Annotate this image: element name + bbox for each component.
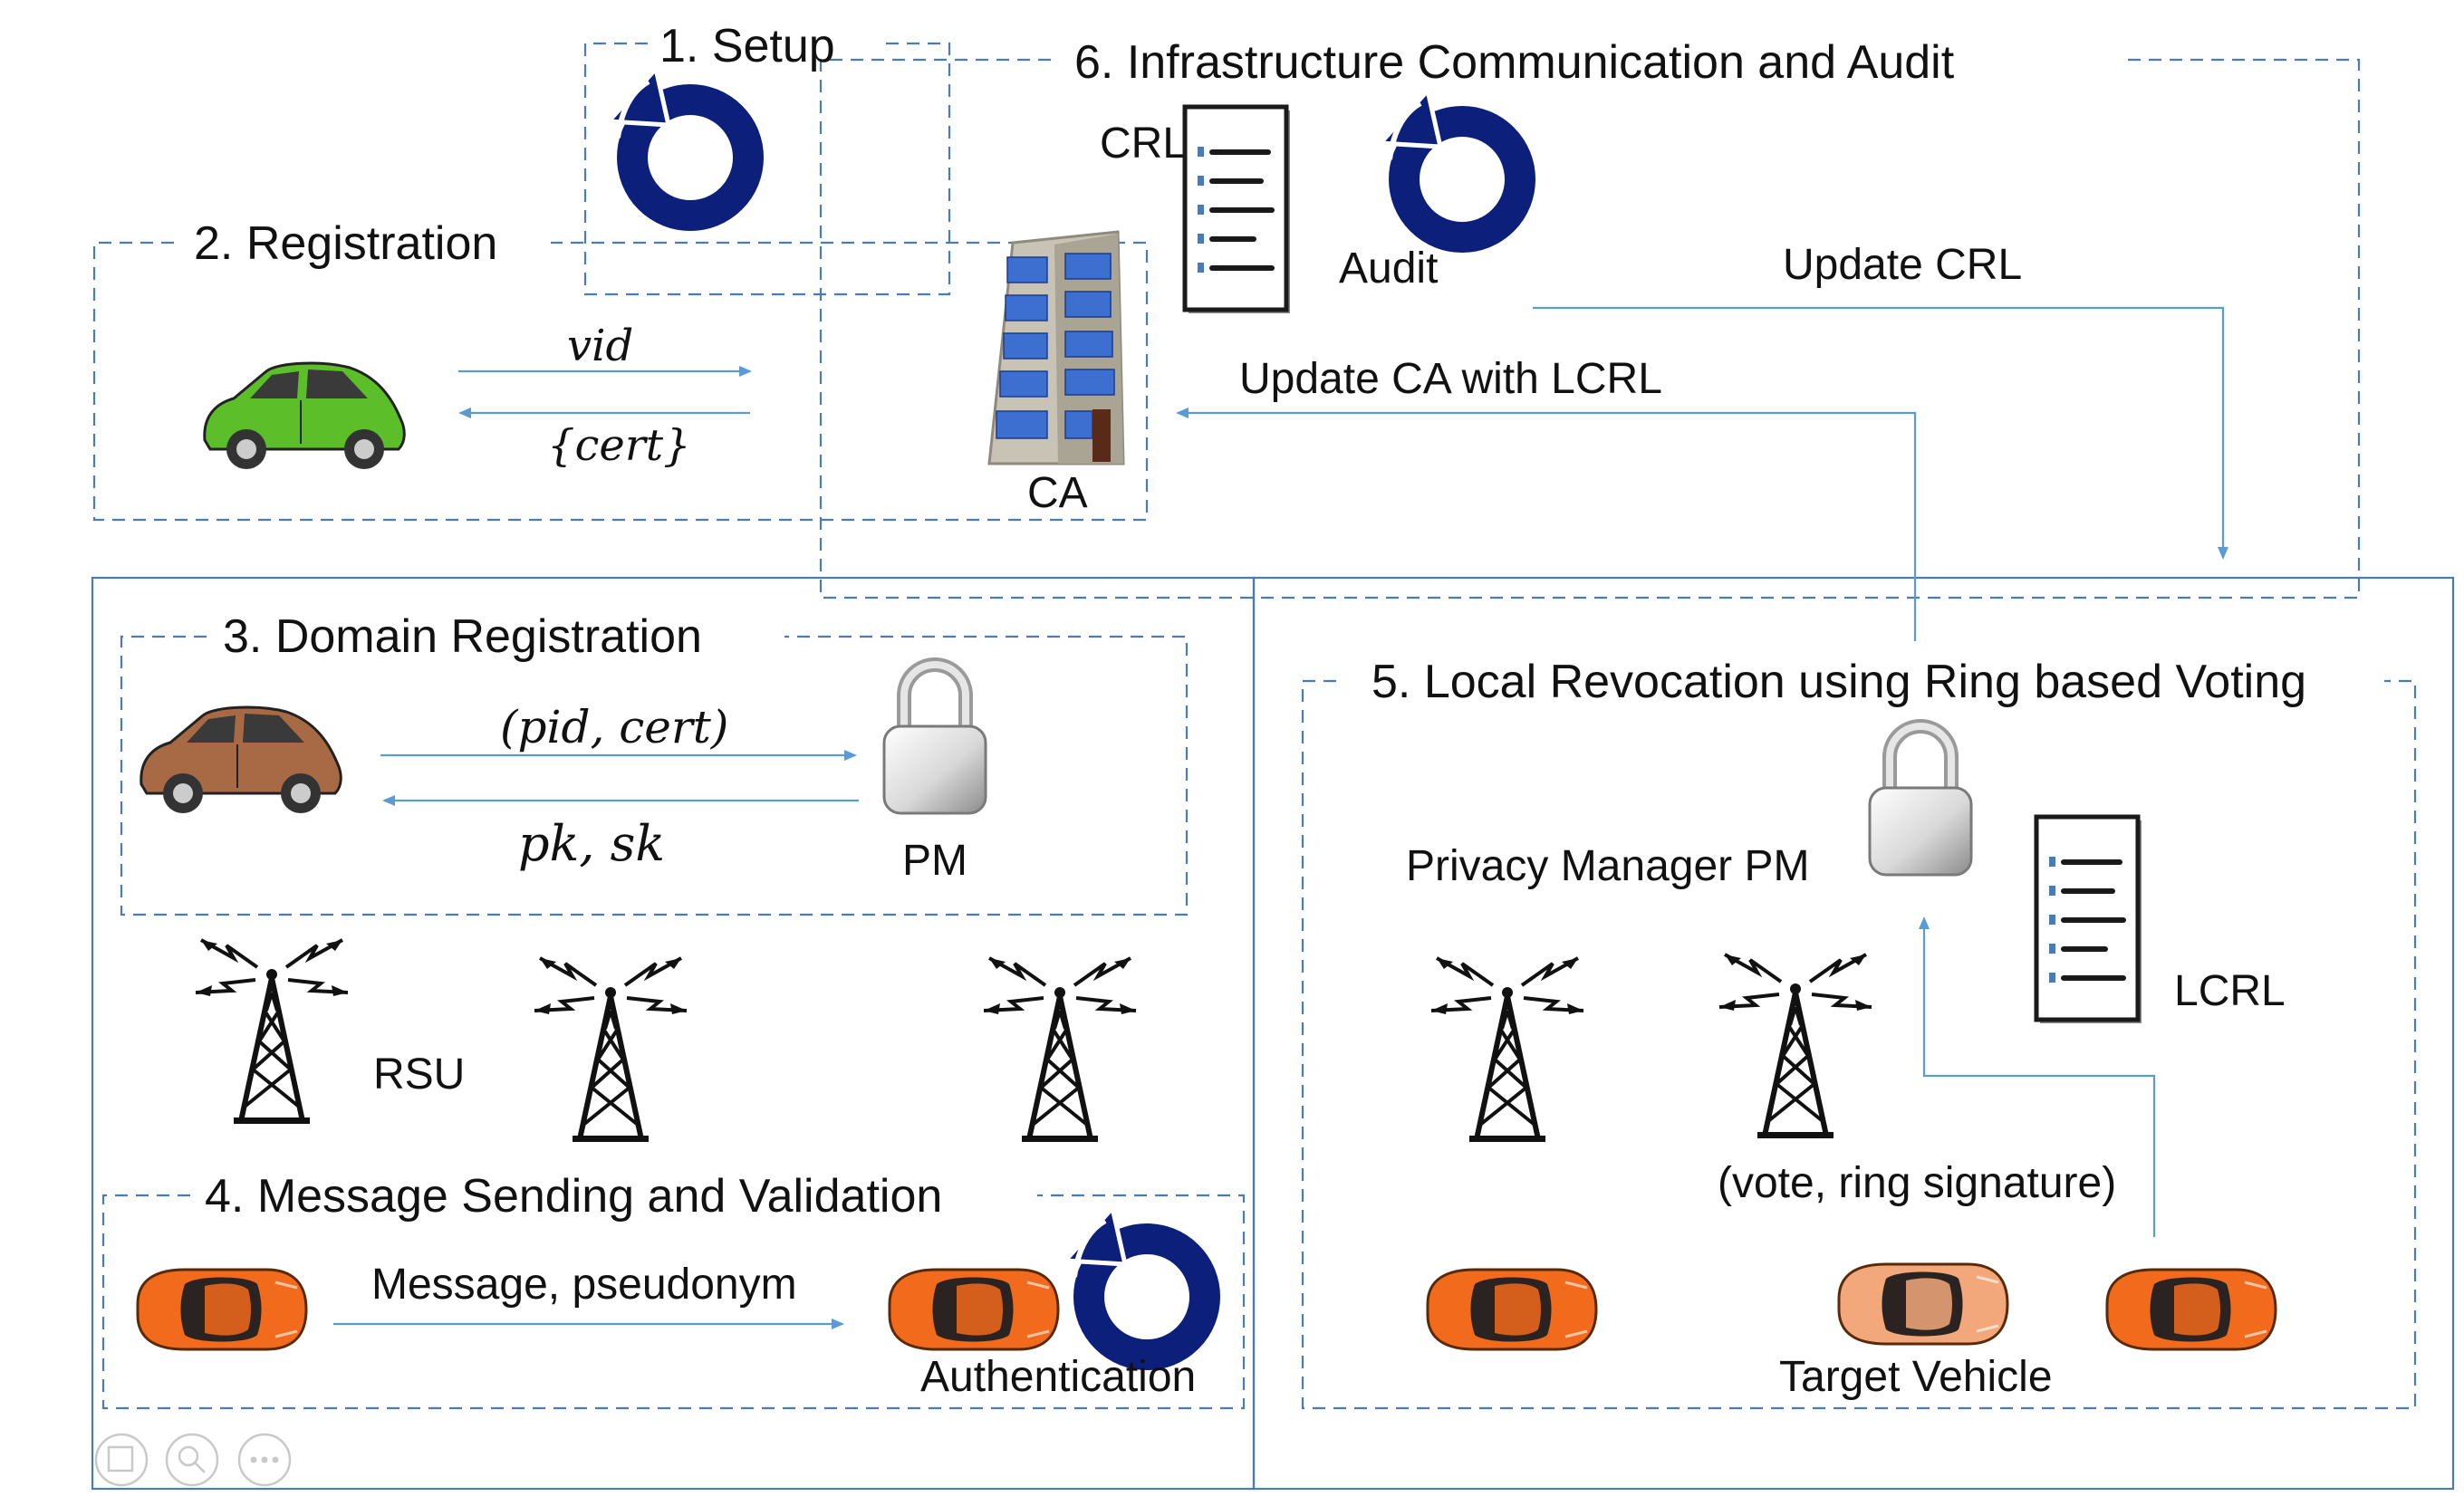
brown-vehicle-icon bbox=[140, 705, 342, 815]
audit-label: Audit bbox=[1339, 245, 1438, 293]
voter-car-icon bbox=[1426, 1268, 1598, 1351]
update-ca-arrow bbox=[1176, 408, 1917, 641]
more-control-button[interactable] bbox=[237, 1433, 292, 1487]
pm-lock-icon bbox=[884, 665, 986, 813]
setup-cycle-icon bbox=[609, 69, 748, 216]
section-title-domain-registration: 3. Domain Registration bbox=[223, 610, 702, 663]
privacy-manager-label: Privacy Manager PM bbox=[1406, 842, 1809, 890]
lcrl-document-icon bbox=[2036, 817, 2142, 1023]
section-title-registration: 2. Registration bbox=[194, 217, 497, 270]
sender-car-icon bbox=[136, 1268, 308, 1351]
slide-control-button[interactable] bbox=[94, 1433, 149, 1487]
ellipsis-icon bbox=[250, 1456, 279, 1463]
slide-icon bbox=[107, 1445, 134, 1472]
ca-label: CA bbox=[1027, 469, 1088, 517]
receiver-car-icon bbox=[888, 1268, 1060, 1351]
rsu-tower-icon bbox=[196, 940, 348, 1124]
rsu-tower-icon bbox=[1719, 954, 1872, 1138]
section-title-infrastructure: 6. Infrastructure Communication and Audi… bbox=[1074, 36, 1955, 89]
vid-label: vid bbox=[567, 321, 633, 371]
zoom-control-button[interactable] bbox=[165, 1433, 219, 1487]
target-vehicle-label: Target Vehicle bbox=[1779, 1353, 2053, 1401]
magnifier-icon bbox=[178, 1445, 199, 1467]
lcrl-label: LCRL bbox=[2174, 967, 2286, 1015]
authentication-cycle-icon bbox=[1065, 1208, 1205, 1355]
update-crl-label: Update CRL bbox=[1783, 241, 2022, 289]
rsu-tower-icon bbox=[534, 958, 687, 1142]
rsu-tower-icon bbox=[984, 958, 1136, 1142]
vote-ring-label: (vote, ring signature) bbox=[1718, 1159, 2116, 1207]
section-borders bbox=[91, 42, 2455, 1491]
voter-car-icon bbox=[2105, 1268, 2277, 1351]
cert-label: {cert} bbox=[547, 420, 691, 471]
pk-sk-label: pk, sk bbox=[518, 815, 665, 872]
green-vehicle-icon bbox=[203, 361, 406, 471]
rsu-label: RSU bbox=[373, 1050, 465, 1098]
authentication-label: Authentication bbox=[920, 1353, 1196, 1401]
pm-label: PM bbox=[902, 837, 967, 885]
pid-cert-label: (pid, cert) bbox=[500, 701, 728, 753]
rsu-tower-icon bbox=[1431, 958, 1583, 1142]
crl-document-icon bbox=[1185, 107, 1290, 313]
ca-building-icon bbox=[987, 230, 1125, 465]
audit-cycle-icon bbox=[1381, 91, 1520, 237]
message-pseudonym-label: Message, pseudonym bbox=[371, 1261, 797, 1309]
target-vehicle-icon bbox=[1837, 1262, 2009, 1346]
update-crl-arrow bbox=[1533, 306, 2228, 560]
vote-arrow bbox=[1919, 916, 2156, 1237]
section-title-setup: 1. Setup bbox=[659, 20, 835, 72]
crl-label: CRL bbox=[1100, 120, 1187, 168]
section-title-message-sending: 4. Message Sending and Validation bbox=[205, 1170, 942, 1223]
viewer-controls[interactable] bbox=[94, 1433, 292, 1487]
section-title-local-revocation: 5. Local Revocation using Ring based Vot… bbox=[1372, 656, 2306, 708]
update-ca-label: Update CA with LCRL bbox=[1239, 355, 1662, 403]
privacy-manager-lock-icon bbox=[1870, 726, 1971, 875]
